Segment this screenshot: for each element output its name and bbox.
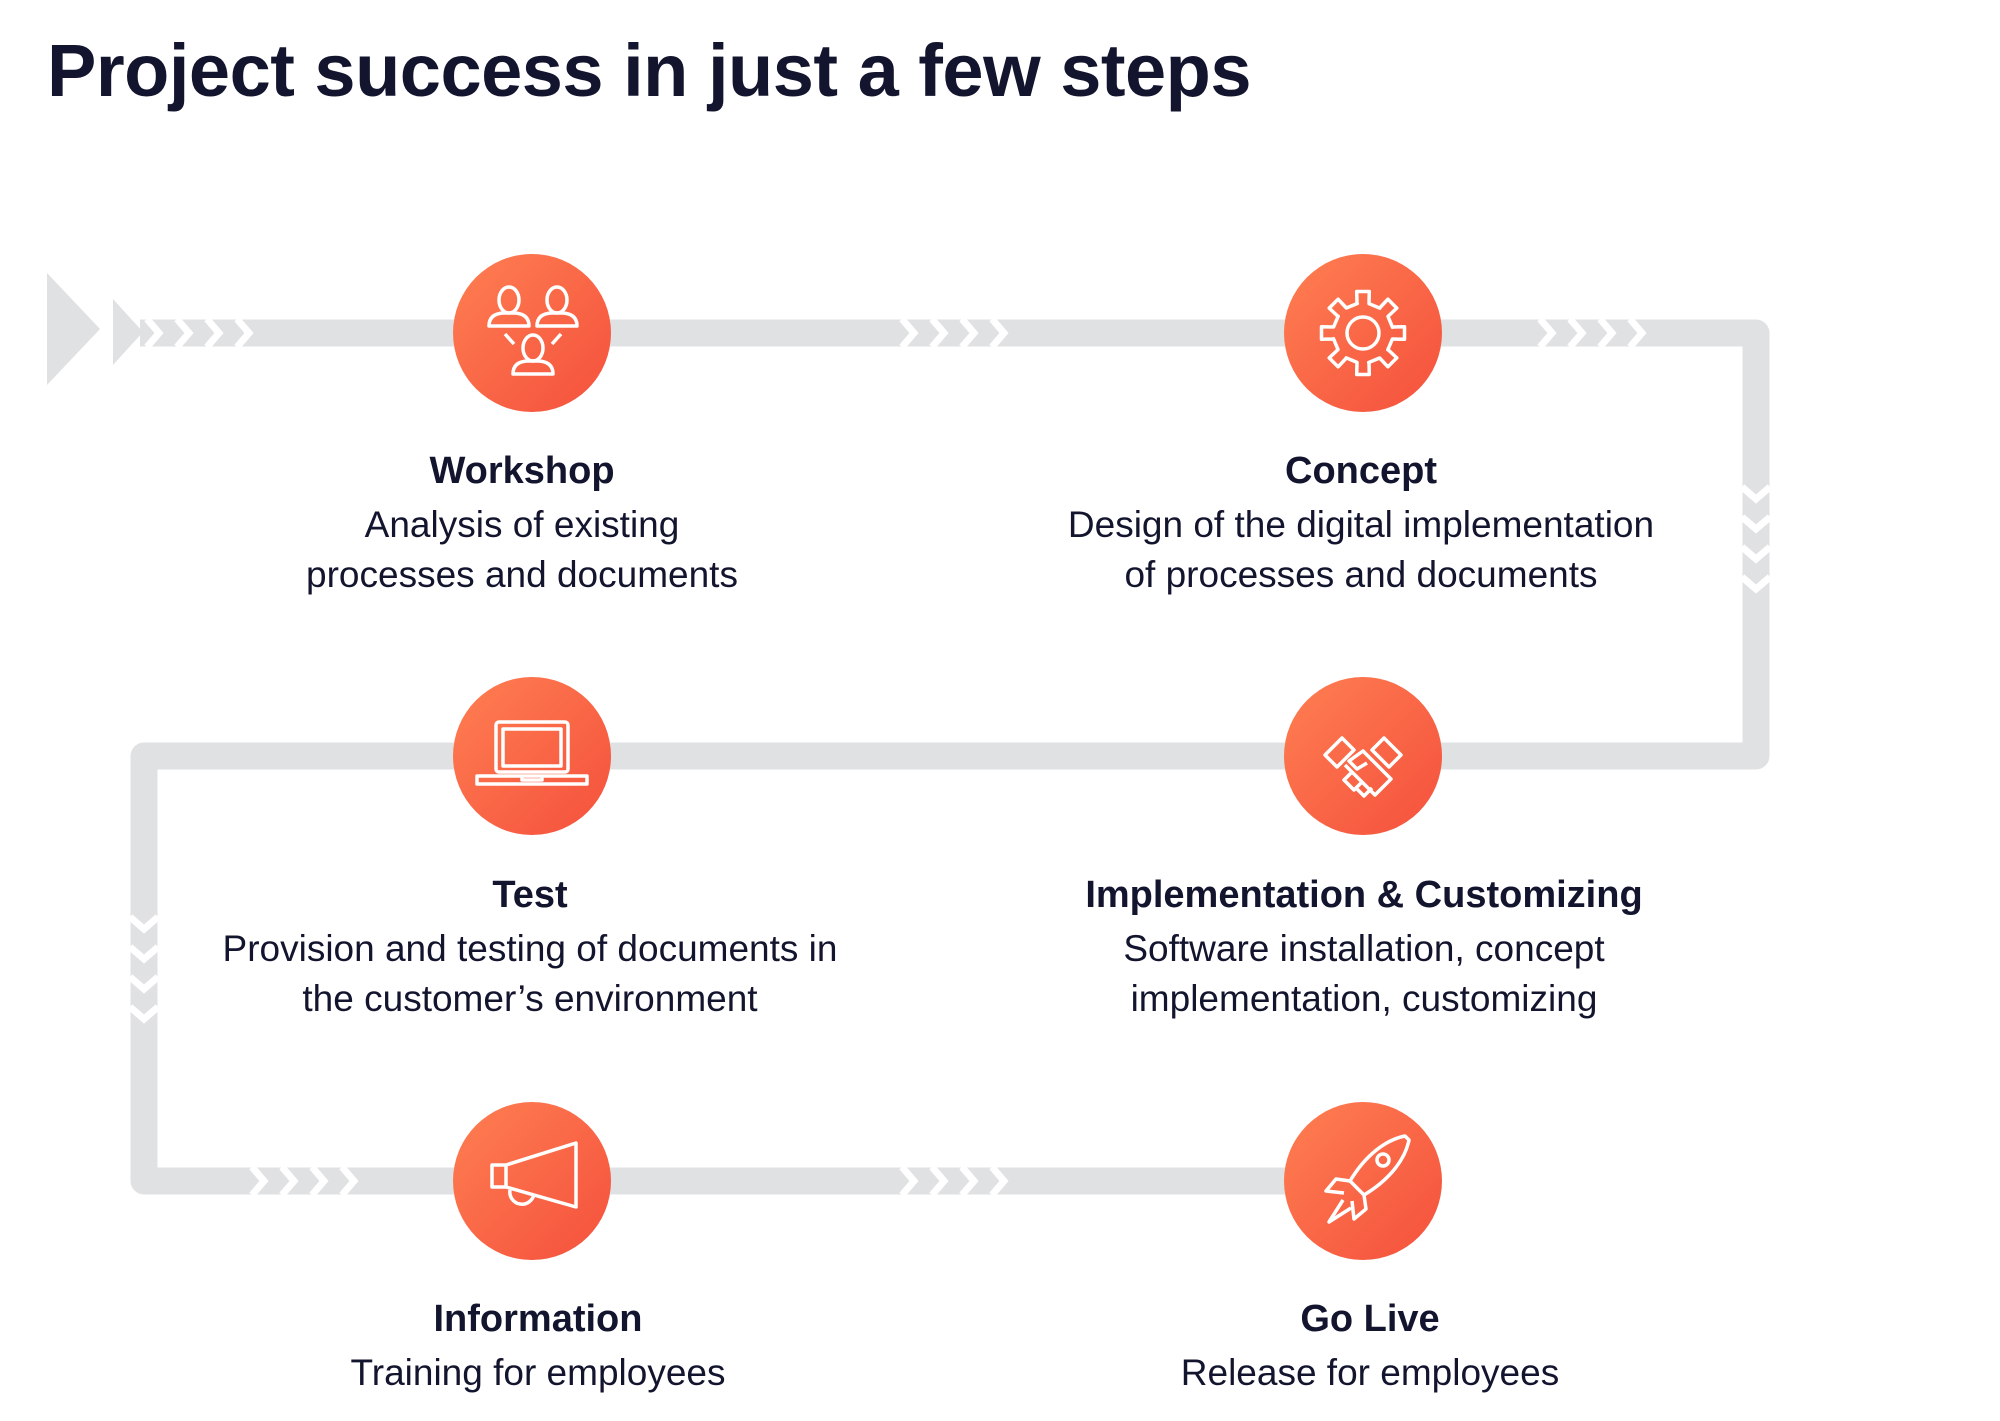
chevron-arrow xyxy=(1739,514,1773,534)
chevron-arrow xyxy=(1597,316,1617,350)
step-description-line: implementation, customizing xyxy=(1130,978,1598,1019)
chevron-arrow xyxy=(279,1164,299,1198)
step-description: Provision and testing of documents in th… xyxy=(150,924,910,1024)
chevron-arrow xyxy=(309,1164,329,1198)
chevron-arrow xyxy=(1627,316,1647,350)
handshake-icon xyxy=(1323,736,1403,798)
step-title: Implementation & Customizing xyxy=(1085,874,1643,916)
step-circle-implementation xyxy=(1284,677,1442,835)
chevron-arrow xyxy=(1739,484,1773,504)
chevron-arrow xyxy=(174,316,194,350)
flow-track xyxy=(130,319,1770,1195)
step-title: Workshop xyxy=(429,450,615,492)
chevron-arrow xyxy=(127,1004,161,1024)
step-concept: Concept Design of the digital implementa… xyxy=(981,448,1741,600)
rocket-icon xyxy=(1324,1134,1411,1224)
chevron-arrow xyxy=(234,316,254,350)
step-description-line: of processes and documents xyxy=(1124,554,1598,595)
chevron-arrow xyxy=(144,316,164,350)
chevron-arrow xyxy=(1739,574,1773,594)
chevron-arrow xyxy=(959,1164,979,1198)
step-description: Software installation, concept implement… xyxy=(984,924,1744,1024)
step-circle-information xyxy=(453,1102,611,1260)
step-description: Release for employees xyxy=(990,1348,1750,1398)
start-arrow-small xyxy=(113,299,143,365)
gear-icon xyxy=(1319,289,1407,377)
chevron-arrow xyxy=(899,1164,919,1198)
chevron-arrow xyxy=(929,1164,949,1198)
step-implementation: Implementation & Customizing Software in… xyxy=(984,872,1744,1024)
megaphone-icon xyxy=(490,1141,578,1209)
start-arrow-large xyxy=(47,273,100,385)
step-description-line: Release for employees xyxy=(1180,1352,1560,1393)
step-description: Training for employees xyxy=(158,1348,918,1398)
chevron-arrow xyxy=(989,1164,1009,1198)
people-group-icon xyxy=(487,285,579,376)
step-description-line: Training for employees xyxy=(350,1352,726,1393)
chevron-arrow xyxy=(127,944,161,964)
chevron-arrow xyxy=(989,316,1009,350)
chevron-arrow xyxy=(929,316,949,350)
step-circle-golive xyxy=(1284,1102,1442,1260)
step-workshop: Workshop Analysis of existing processes … xyxy=(142,448,902,600)
chevron-arrow xyxy=(127,914,161,934)
step-description-line: the customer’s environment xyxy=(302,978,758,1019)
page-title: Project success in just a few steps xyxy=(47,29,1252,112)
chevron-arrow xyxy=(959,316,979,350)
step-golive: Go Live Release for employees xyxy=(990,1296,1750,1398)
laptop-icon xyxy=(475,720,589,786)
chevron-group xyxy=(127,316,1773,1198)
step-circle-test xyxy=(453,677,611,835)
step-title: Information xyxy=(433,1298,643,1340)
step-description: Design of the digital implementation of … xyxy=(981,500,1741,600)
step-title: Go Live xyxy=(1300,1298,1440,1340)
step-information: Information Training for employees xyxy=(158,1296,918,1398)
chevron-arrow xyxy=(899,316,919,350)
step-title: Concept xyxy=(1285,450,1437,492)
chevron-arrow xyxy=(339,1164,359,1198)
step-description: Analysis of existing processes and docum… xyxy=(142,500,902,600)
chevron-arrow xyxy=(204,316,224,350)
chevron-arrow xyxy=(1739,544,1773,564)
chevron-arrow xyxy=(1537,316,1557,350)
step-description-line: Design of the digital implementation xyxy=(1067,504,1655,545)
step-description-line: processes and documents xyxy=(306,554,738,595)
step-circle-concept xyxy=(1284,254,1442,412)
chevron-arrow xyxy=(249,1164,269,1198)
step-description-line: Software installation, concept xyxy=(1123,928,1605,969)
chevron-arrow xyxy=(127,974,161,994)
step-title: Test xyxy=(492,874,568,916)
chevron-arrow xyxy=(1567,316,1587,350)
step-circle-workshop xyxy=(453,254,611,412)
step-test: Test Provision and testing of documents … xyxy=(150,872,910,1024)
step-description-line: Analysis of existing xyxy=(364,504,680,545)
step-description-line: Provision and testing of documents in xyxy=(222,928,838,969)
